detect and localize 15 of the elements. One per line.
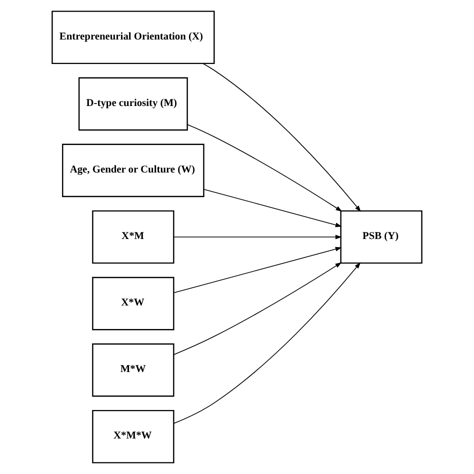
arrow: [173, 246, 342, 294]
node-box: D-type curiosity (M): [78, 77, 188, 131]
arrow: [173, 234, 342, 240]
arrow: [204, 188, 342, 228]
node-box: M*W: [92, 343, 174, 397]
node-box: X*W: [92, 276, 174, 330]
node-box: Entrepreneurial Orientation (X): [52, 10, 215, 64]
arrow: [173, 262, 342, 356]
arrow: [173, 262, 361, 424]
node-box: X*M*W: [92, 410, 174, 464]
node-box: X*M: [92, 210, 174, 264]
arrow: [202, 63, 361, 212]
node-box: Age, Gender or Culture (W): [62, 144, 204, 198]
arrow: [186, 124, 342, 212]
node-box: PSB (Y): [340, 210, 422, 264]
